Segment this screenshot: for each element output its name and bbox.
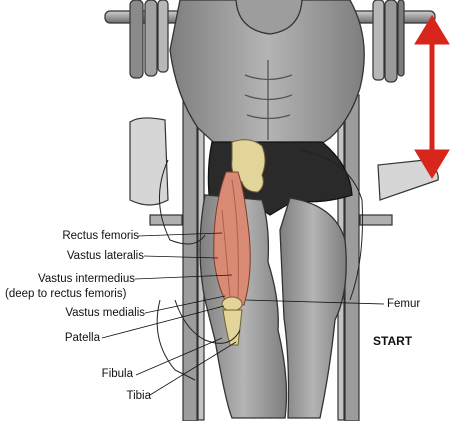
label-femur: Femur xyxy=(387,298,421,310)
leader-rectus-femoris xyxy=(137,232,223,237)
leader-vastus-medialis xyxy=(144,295,226,314)
leader-fibula xyxy=(135,337,223,376)
left-weight-plate xyxy=(129,0,144,79)
label-vastus-intermedius-note: (deep to rectus femoris) xyxy=(5,288,127,300)
quadriceps-muscle xyxy=(213,171,251,306)
right-weight-plate xyxy=(372,0,385,81)
lower-leg-bones xyxy=(221,296,243,346)
double-headed-arrow-icon xyxy=(414,15,450,179)
label-vastus-lateralis: Vastus lateralis xyxy=(66,250,144,262)
label-rectus-femoris: Rectus femoris xyxy=(62,230,139,242)
leader-femur xyxy=(245,299,385,305)
leader-tibia xyxy=(149,341,237,396)
leader-patella xyxy=(101,305,225,339)
label-vastus-medialis: Vastus medialis xyxy=(65,307,145,319)
leader-vastus-intermedius xyxy=(134,274,233,280)
label-fibula: Fibula xyxy=(101,368,133,380)
tibia-bone xyxy=(222,309,243,346)
machine-outline xyxy=(156,149,363,381)
label-tibia: Tibia xyxy=(126,390,152,402)
phase-label: START xyxy=(373,334,413,348)
label-vastus-intermedius: Vastus intermedius xyxy=(38,273,135,285)
right-leg xyxy=(279,197,347,419)
label-patella: Patella xyxy=(64,332,100,344)
leader-vastus-lateralis xyxy=(143,255,219,259)
leader-lines xyxy=(101,232,385,396)
torso xyxy=(169,0,365,151)
patella-bone xyxy=(221,296,243,312)
